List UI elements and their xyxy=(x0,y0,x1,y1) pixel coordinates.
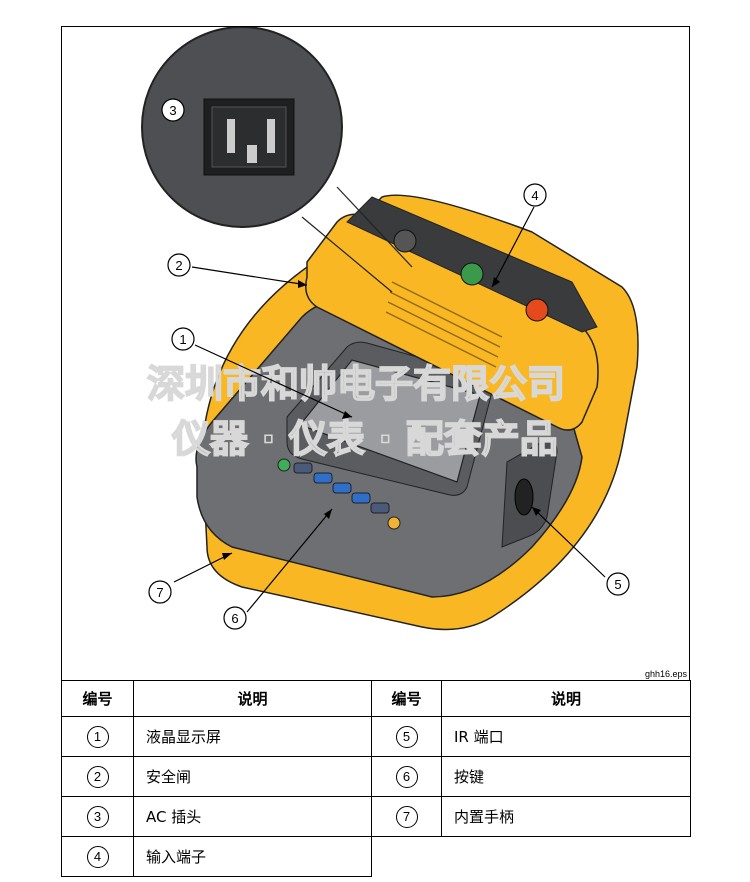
item-number: 3 xyxy=(86,805,109,828)
lcd-screen xyxy=(299,359,481,483)
item-number: 6 xyxy=(395,765,418,788)
empty-cell xyxy=(371,836,691,877)
item-number: 4 xyxy=(86,845,109,868)
watermark-line1: 深圳市和帅电子有限公司 xyxy=(147,362,565,406)
item-number: 2 xyxy=(86,765,109,788)
callout-1: 1 xyxy=(171,327,195,351)
svg-text:1: 1 xyxy=(179,332,186,347)
figure-file-id: ghh16.eps xyxy=(644,669,687,679)
header-num-left: 编号 xyxy=(61,680,134,717)
callout-5: 5 xyxy=(606,572,630,596)
legend-header-row: 编号 说明 编号 说明 xyxy=(61,680,691,717)
callout-6: 6 xyxy=(223,606,247,630)
svg-text:7: 7 xyxy=(156,585,163,600)
device-illustration-frame: 深圳市和帅电子有限公司 仪器 · 仪表 · 配套产品 1 2 3 4 5 6 7… xyxy=(61,26,690,680)
callout-2: 2 xyxy=(167,253,191,277)
svg-text:3: 3 xyxy=(169,103,176,118)
watermark-line2: 仪器 · 仪表 · 配套产品 xyxy=(171,417,558,461)
header-desc-left: 说明 xyxy=(133,680,372,717)
table-row: 3 AC 插头 7 内置手柄 xyxy=(61,796,691,837)
svg-text:2: 2 xyxy=(175,258,182,273)
keypad-buttons xyxy=(277,458,401,530)
device-illustration: 深圳市和帅电子有限公司 仪器 · 仪表 · 配套产品 1 2 3 4 5 6 7 xyxy=(141,27,639,631)
item-number: 1 xyxy=(86,725,109,748)
header-num-right: 编号 xyxy=(371,680,442,717)
svg-text:6: 6 xyxy=(231,611,238,626)
svg-text:5: 5 xyxy=(614,577,621,592)
table-row: 1 液晶显示屏 5 IR 端口 xyxy=(61,716,691,757)
callout-4: 4 xyxy=(523,183,547,207)
callout-7: 7 xyxy=(148,580,172,604)
item-description: AC 插头 xyxy=(133,796,372,837)
header-desc-right: 说明 xyxy=(441,680,691,717)
item-description: 安全闸 xyxy=(133,756,372,797)
item-description: 按键 xyxy=(441,756,691,797)
legend-table: 编号 说明 编号 说明 1 液晶显示屏 5 IR 端口 2 安全闸 6 按键 3… xyxy=(61,680,691,877)
callout-3: 3 xyxy=(161,98,185,122)
table-row: 4 输入端子 xyxy=(61,836,691,877)
item-description: 内置手柄 xyxy=(441,796,691,837)
item-description: IR 端口 xyxy=(441,716,691,757)
safety-shutter xyxy=(305,213,599,431)
table-row: 2 安全闸 6 按键 xyxy=(61,756,691,797)
item-description: 输入端子 xyxy=(133,836,372,877)
svg-text:4: 4 xyxy=(531,188,538,203)
item-number: 7 xyxy=(395,805,418,828)
item-number: 5 xyxy=(395,725,418,748)
item-description: 液晶显示屏 xyxy=(133,716,372,757)
